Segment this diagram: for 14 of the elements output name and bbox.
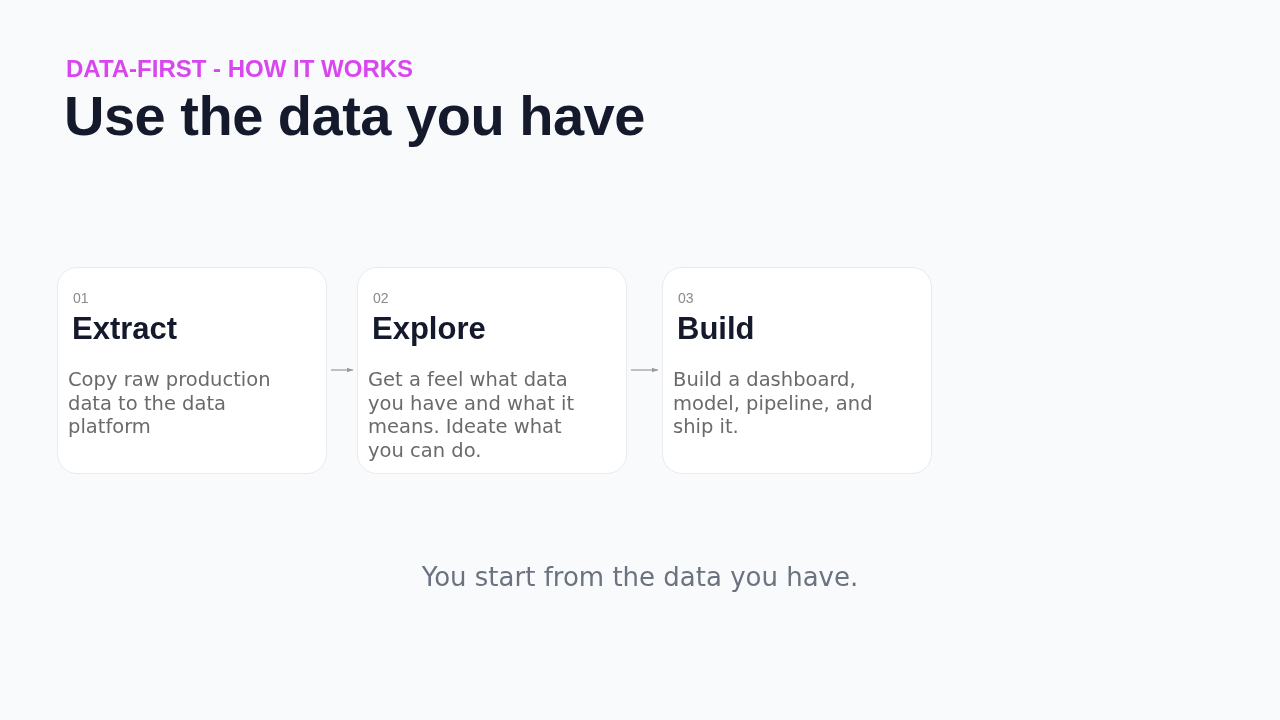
arrow	[630, 367, 659, 373]
page-title: Use the data you have	[64, 83, 645, 148]
step-title: Extract	[72, 311, 178, 347]
step-description: Get a feel what data you have and what it means. Ideate what you can do.	[368, 368, 576, 462]
eyebrow-heading: DATA-FIRST - HOW IT WORKS	[66, 55, 414, 83]
step-number: 03	[678, 290, 694, 306]
step-description: Build a dashboard, model, pipeline, and ship it.	[673, 368, 874, 439]
step-number: 02	[373, 290, 389, 306]
arrow	[330, 367, 354, 373]
step-number: 01	[73, 290, 89, 306]
step-title: Explore	[372, 311, 486, 347]
step-title: Build	[677, 311, 755, 347]
step-description: Copy raw production data to the data platform	[68, 368, 272, 439]
caption: You start from the data you have.	[420, 562, 860, 592]
